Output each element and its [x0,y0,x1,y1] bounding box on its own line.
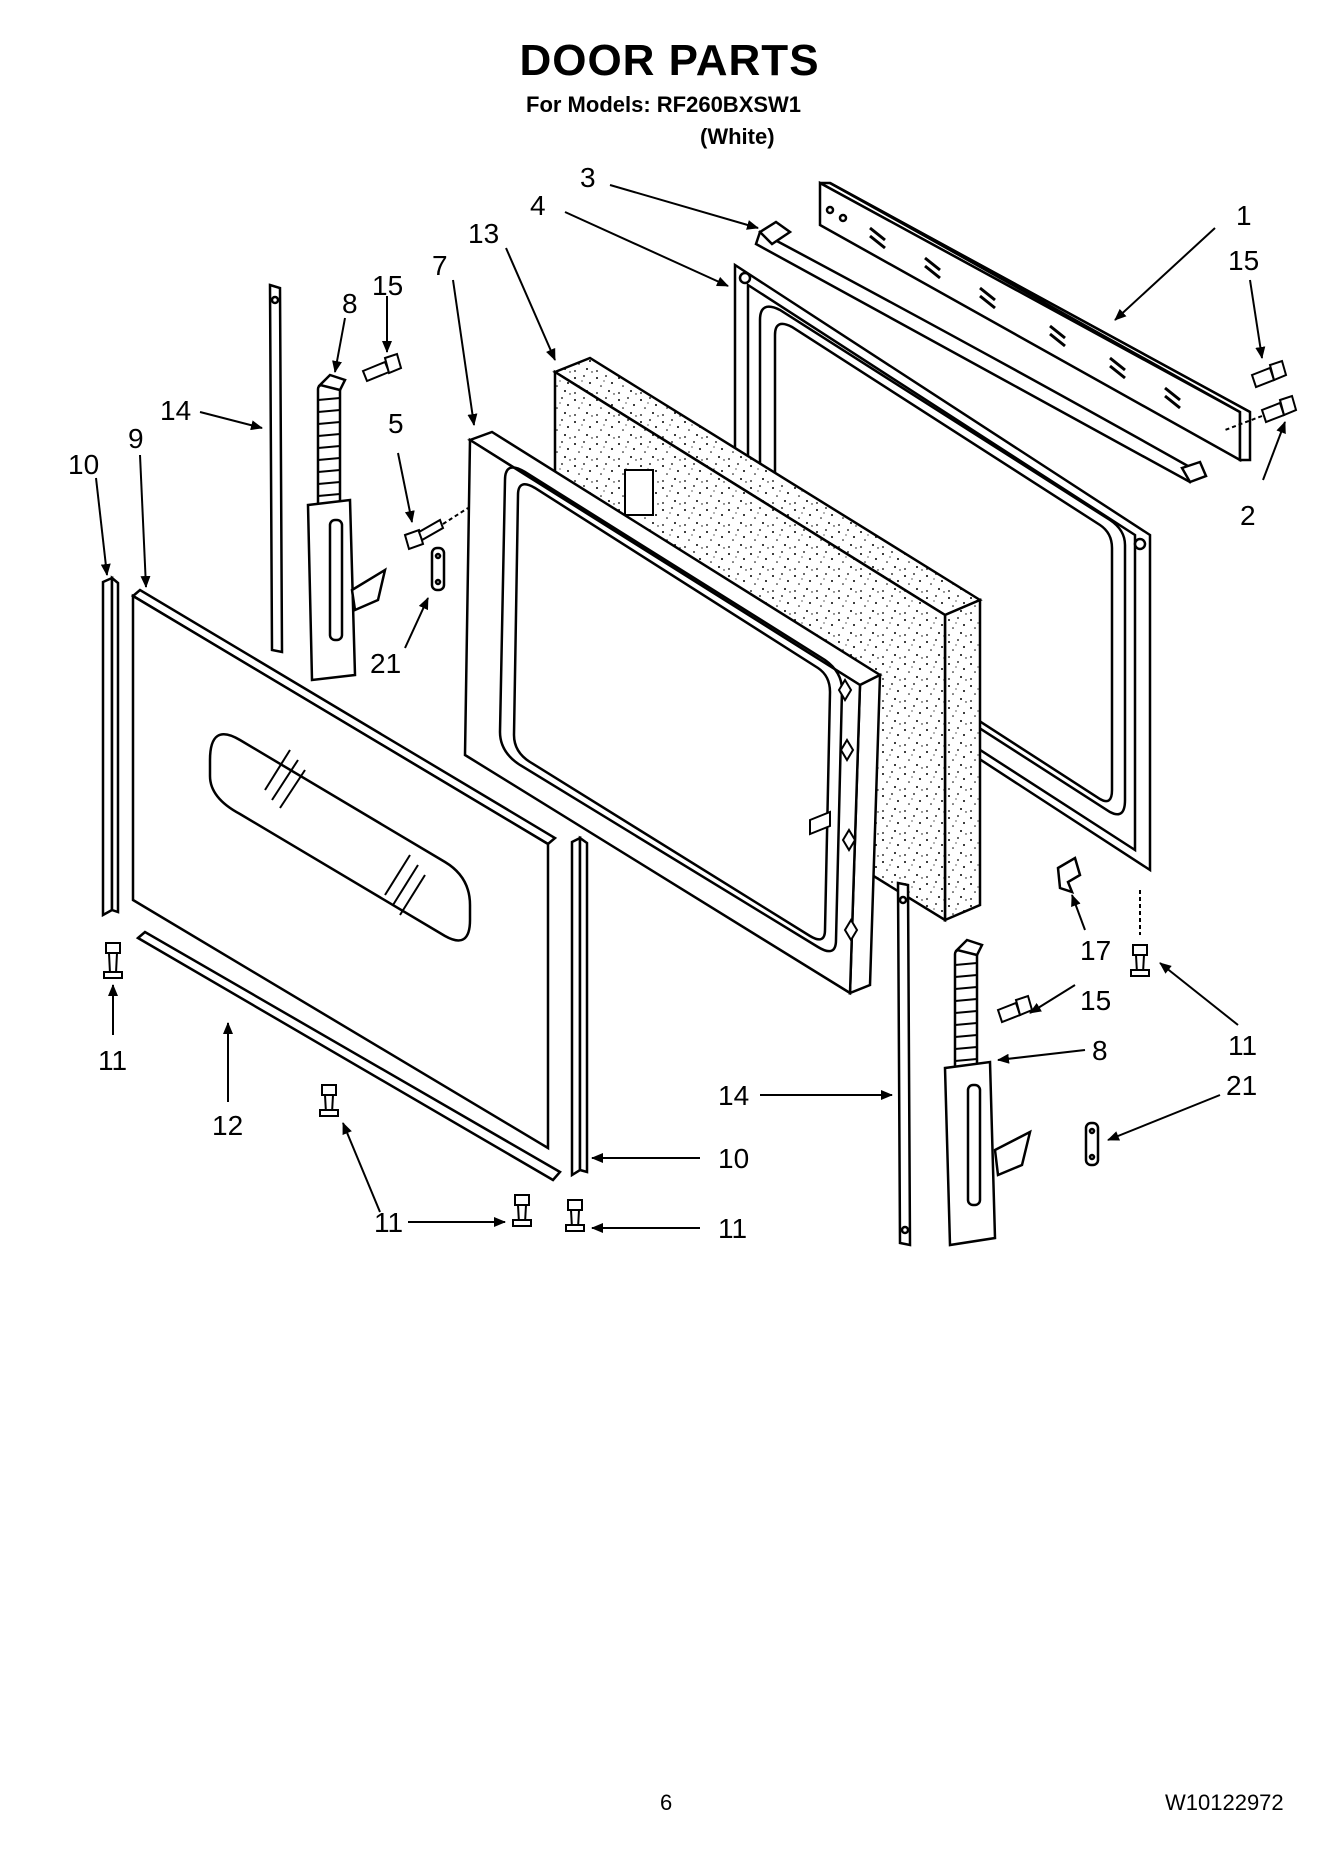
callout-13: 13 [468,218,499,249]
side-trim-part-10-left [101,575,120,918]
screw-part-11-bottom-a [319,1084,339,1117]
hinge-part-8-right [943,938,1032,1247]
screw-part-11-right [1130,944,1150,977]
callout-11: 11 [374,1207,403,1238]
callout-15: 15 [372,270,403,301]
callout-11: 11 [98,1045,127,1076]
callout-10: 10 [68,449,99,480]
side-trim-part-10-right [570,835,589,1178]
callout-21: 21 [370,648,401,679]
callout-21: 21 [1226,1070,1257,1101]
hinge-receiver-part-14-right [896,881,912,1247]
callout-14: 14 [160,395,191,426]
screw-part-5 [403,507,469,551]
callout-7: 7 [432,250,448,281]
callout-4: 4 [530,190,546,221]
screw-part-11-left [103,942,123,979]
screw-part-2 [1224,394,1298,431]
page-title: DOOR PARTS [519,36,820,85]
page-number: 6 [660,1790,673,1815]
callout-17: 17 [1080,935,1111,966]
document-number: W10122972 [1165,1790,1284,1815]
callout-8: 8 [342,288,358,319]
callout-11: 11 [1228,1030,1257,1061]
callout-8: 8 [1092,1035,1108,1066]
bracket-part-21-left [430,546,446,592]
screw-part-11-bottom-b [512,1194,532,1227]
callout-5: 5 [388,408,404,439]
hinge-receiver-part-14-left [268,283,284,654]
callout-15: 15 [1228,245,1259,276]
callout-11: 11 [718,1213,747,1244]
screw-part-15-lower [996,994,1034,1024]
bracket-part-21-right [1084,1121,1100,1167]
callout-14: 14 [718,1080,749,1111]
callout-3: 3 [580,162,596,193]
door-liner-part-7 [463,430,883,996]
screw-part-15-left [361,352,403,383]
vent-trim-part-1 [818,180,1252,463]
screw-part-11-bottom-c [565,1199,585,1232]
callout-1: 1 [1236,200,1252,231]
door-handle-part-3 [754,220,1208,484]
callout-labels: 1 15 2 3 4 13 7 15 8 14 5 21 10 9 11 12 … [68,162,1259,1244]
color-line: (White) [700,124,775,149]
clip-part-17 [1056,856,1082,895]
callout-15: 15 [1080,985,1111,1016]
callout-10: 10 [718,1143,749,1174]
screw-part-15-top-right [1250,359,1288,389]
bottom-trim-part-12 [135,930,562,1182]
models-line: For Models: RF260BXSW1 [526,92,802,117]
callout-2: 2 [1240,500,1256,531]
hinge-part-8-left [306,373,387,682]
leader-arrows [95,184,1286,1233]
callout-12: 12 [212,1110,243,1141]
outer-door-glass-part-9 [130,588,558,1151]
callout-9: 9 [128,423,144,454]
